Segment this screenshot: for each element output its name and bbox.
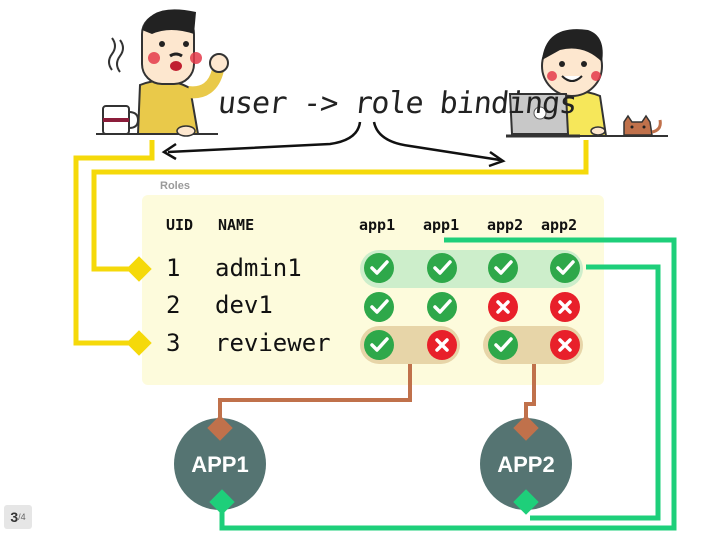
cross-icon xyxy=(427,330,457,360)
header-uid: UID xyxy=(166,216,194,234)
header-app-1: app1 xyxy=(359,216,396,234)
permission-icons xyxy=(364,253,580,360)
check-icon xyxy=(427,292,457,322)
app-output-links xyxy=(219,237,677,531)
app2-output-diamond xyxy=(513,489,539,515)
roles-label: Roles xyxy=(160,180,190,192)
row-uid: 1 xyxy=(166,254,181,282)
check-icon xyxy=(364,330,394,360)
app2-input-diamond xyxy=(513,415,539,441)
page-current: 3 xyxy=(10,509,19,525)
app1-output-diamond xyxy=(209,489,235,515)
user-diamond-reviewer xyxy=(126,330,152,356)
check-icon xyxy=(488,330,518,360)
user-illustration-right xyxy=(506,29,668,138)
row-highlight-admin1 xyxy=(360,250,583,288)
app2-node: APP2 xyxy=(480,418,572,510)
header-app-2: app1 xyxy=(423,216,460,234)
app-input-links xyxy=(218,364,536,418)
cross-icon xyxy=(550,330,580,360)
cross-icon xyxy=(550,292,580,322)
cross-icon xyxy=(488,292,518,322)
page-indicator: 3/4 xyxy=(4,505,32,529)
check-icon xyxy=(427,253,457,283)
diagram-title: user -> role bindings xyxy=(216,86,579,121)
row-uid: 2 xyxy=(166,291,181,319)
header-name: NAME xyxy=(218,216,255,234)
row-name: admin1 xyxy=(215,254,302,282)
row-name: reviewer xyxy=(215,329,331,357)
page-total: /4 xyxy=(18,512,26,522)
user-diamond-admin1 xyxy=(126,256,152,282)
check-icon xyxy=(550,253,580,283)
check-icon xyxy=(364,253,394,283)
check-icon xyxy=(488,253,518,283)
row-uid: 3 xyxy=(166,329,181,357)
app1-label: APP1 xyxy=(191,452,248,477)
header-app-3: app2 xyxy=(487,216,524,234)
check-icon xyxy=(364,292,394,322)
app1-input-diamond xyxy=(207,415,233,441)
header-app-4: app2 xyxy=(541,216,578,234)
user-links xyxy=(73,140,589,346)
binding-arrows xyxy=(161,121,506,168)
user-illustration-left xyxy=(96,9,229,137)
app1-node: APP1 xyxy=(174,418,266,510)
row-name: dev1 xyxy=(215,291,273,319)
app2-label: APP2 xyxy=(497,452,554,477)
